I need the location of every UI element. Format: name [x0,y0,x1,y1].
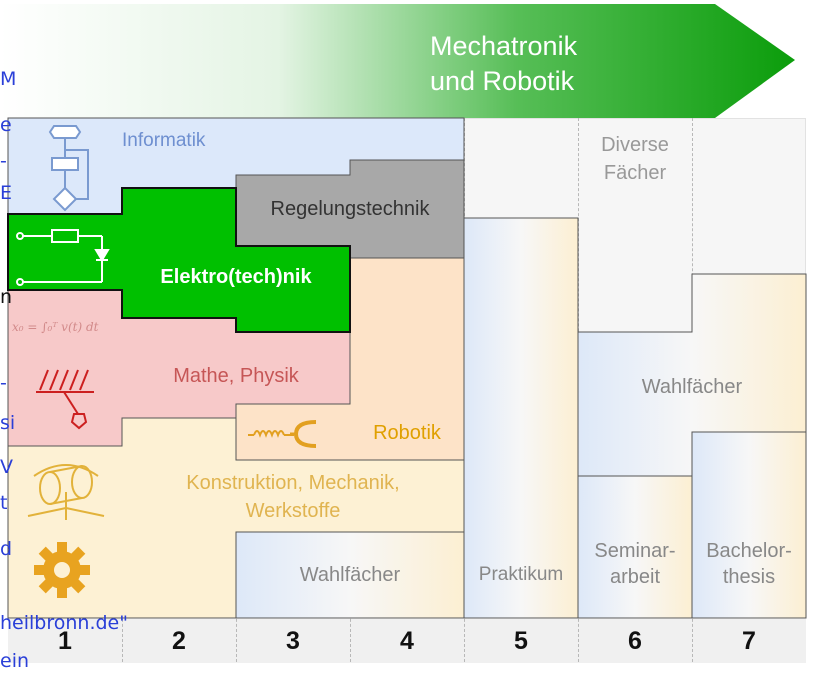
header-arrow [0,4,795,118]
label-konstruktion-line1: Konstruktion, Mechanik, [186,472,400,494]
block-bachelor [691,431,807,619]
label-bachelor-line1: Bachelor- [706,540,792,562]
left-text-fragment[interactable]: V [0,456,13,478]
semester-number: 1 [58,627,72,655]
bottom-link-line2[interactable]: ein [0,650,30,672]
label-mathe-physik: Mathe, Physik [173,365,299,387]
block-praktikum [463,217,579,619]
label-wahlfaecher-34: Wahlfächer [299,564,401,586]
left-text-fragment[interactable]: d [0,538,13,560]
label-seminar-line1: Seminar- [594,540,676,562]
left-text-fragment[interactable]: - [0,372,7,394]
formula-text: x₀ = ∫₀ᵀ v(t) dt [12,320,99,334]
bottom-link-line1[interactable]: heilbronn.de" [0,612,128,634]
label-seminar-line2: arbeit [609,566,661,588]
label-wahlfaecher-67: Wahlfächer [641,376,743,398]
gripper-icon [290,420,317,448]
flowchart-icon [48,125,89,212]
left-text-fragment[interactable]: - [0,150,7,172]
label-praktikum: Praktikum [478,564,564,585]
label-robotik: Robotik [373,422,441,444]
title-line-2: und Robotik [430,66,575,96]
block-wahlfaecher-34 [235,531,465,619]
gear-icon [34,542,90,598]
label-konstruktion-line2: Werkstoffe [245,500,341,522]
block-seminar [577,475,693,619]
semester-number: 4 [400,627,414,655]
spring-icon [248,430,294,438]
left-text-fragment[interactable]: e [0,114,12,136]
label-diverse-line2: Fächer [603,162,667,184]
label-informatik: Informatik [122,130,206,151]
label-bachelor-line2: thesis [722,566,776,588]
left-text-fragment[interactable]: t [0,492,8,514]
title-line-1: Mechatronik [430,31,578,61]
semester-number: 2 [172,627,186,655]
semester-number: 6 [628,627,642,655]
cylinder-icon [27,464,105,520]
semester-strip [8,619,806,663]
circuit-icon [16,229,110,286]
spring-damper-icon [36,369,94,430]
semester-number: 7 [742,627,756,655]
left-text-fragment[interactable]: M [0,68,17,90]
label-regelungstechnik: Regelungstechnik [270,198,430,220]
left-text-fragment[interactable]: si [0,412,16,434]
left-text-fragment[interactable]: n [0,286,13,308]
block-elektro [7,187,351,333]
label-diverse-line1: Diverse [601,134,669,156]
semester-number: 3 [286,627,300,655]
label-elektrotechnik: Elektro(tech)nik [160,266,312,288]
semester-number: 5 [514,627,528,655]
left-text-fragment[interactable]: E [0,182,13,204]
